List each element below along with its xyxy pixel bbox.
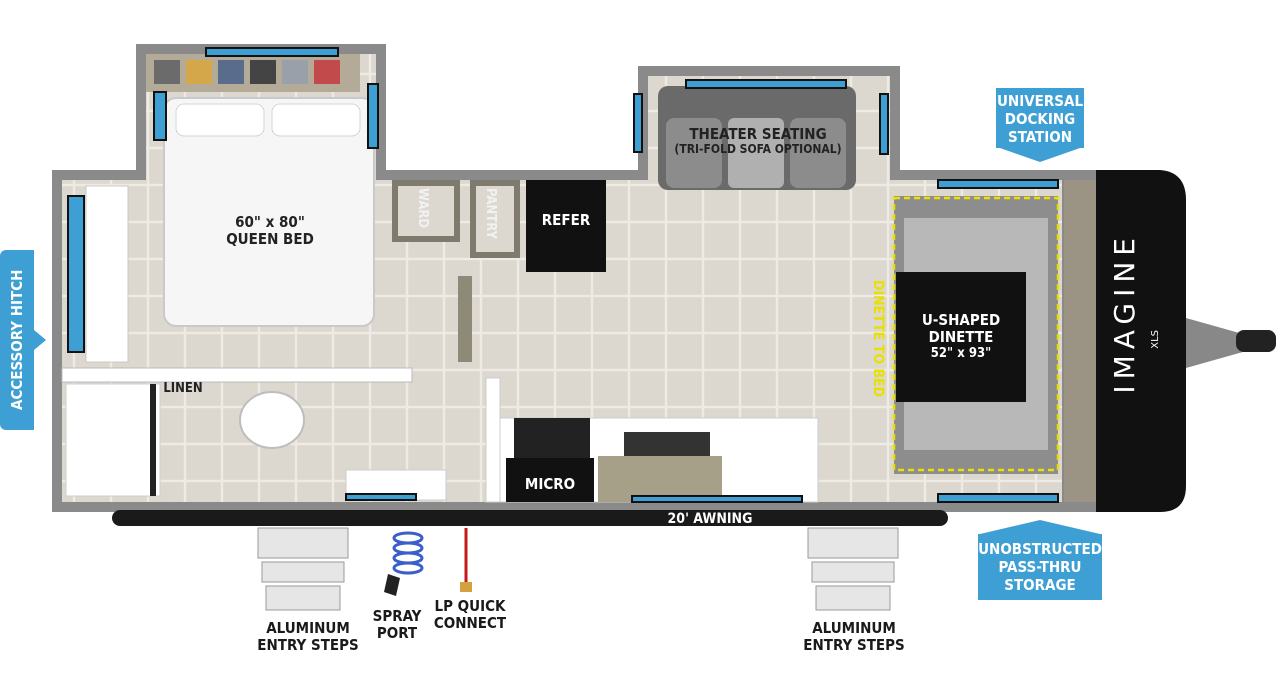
- entry-steps-left: [257, 527, 349, 611]
- awning-label: 20' AWNING: [667, 511, 753, 527]
- windows: [67, 47, 1059, 503]
- bath-partition: [61, 367, 413, 383]
- bed-label: 60" x 80" QUEEN BED: [226, 213, 314, 249]
- pantry-label: PANTRY: [482, 188, 498, 239]
- pass-thru-arrow: [980, 520, 1100, 534]
- spray-nozzle-icon: [384, 574, 400, 596]
- docking-arrow: [1000, 148, 1080, 162]
- toilet: [239, 391, 305, 449]
- awning: [112, 510, 948, 526]
- entry-steps-left-label: ALUMINUM ENTRY STEPS: [257, 619, 359, 654]
- hitch-arrow: [34, 330, 46, 350]
- rear-cabinet: [85, 185, 129, 363]
- docking-station-badge: UNIVERSAL DOCKING STATION: [996, 88, 1084, 148]
- lp-connector-icon: [460, 582, 472, 592]
- wardrobe: [392, 180, 460, 242]
- entry-steps-right: [807, 527, 899, 611]
- shower: [65, 383, 161, 497]
- pass-thru-storage-badge: UNOBSTRUCTED PASS-THRU STORAGE: [978, 534, 1102, 600]
- theater-seating: [658, 86, 856, 190]
- spray-port-hose: [392, 531, 424, 575]
- pantry: [470, 180, 520, 258]
- spray-port-label: SPRAY PORT: [372, 607, 422, 642]
- wall-divider: [458, 276, 472, 362]
- refrigerator: [526, 180, 606, 272]
- linen-label: LINEN: [163, 381, 203, 396]
- entry-steps-right-label: ALUMINUM ENTRY STEPS: [803, 619, 905, 654]
- front-cap: [1064, 170, 1276, 512]
- model-badge: XLS: [1150, 330, 1161, 349]
- lp-quick-connect-label: LP QUICK CONNECT: [433, 597, 507, 632]
- brand-logo: IMAGINE: [1108, 232, 1141, 394]
- ward-label: WARD: [414, 188, 430, 229]
- dinette-label: U-SHAPED DINETTE 52" x 93": [921, 311, 1001, 361]
- kitchen-counter: [485, 377, 819, 503]
- closet-shelf: [146, 54, 360, 92]
- queen-bed: [163, 97, 375, 327]
- dinette-to-bed-label: DINETTE TO BED: [870, 280, 887, 398]
- u-shaped-dinette: [892, 196, 1060, 474]
- accessory-hitch-badge: ACCESSORY HITCH: [0, 250, 34, 430]
- refer-label: REFER: [541, 211, 591, 229]
- theater-label: THEATER SEATING (TRI-FOLD SOFA OPTIONAL): [674, 125, 842, 157]
- micro-label: MICRO: [524, 475, 576, 493]
